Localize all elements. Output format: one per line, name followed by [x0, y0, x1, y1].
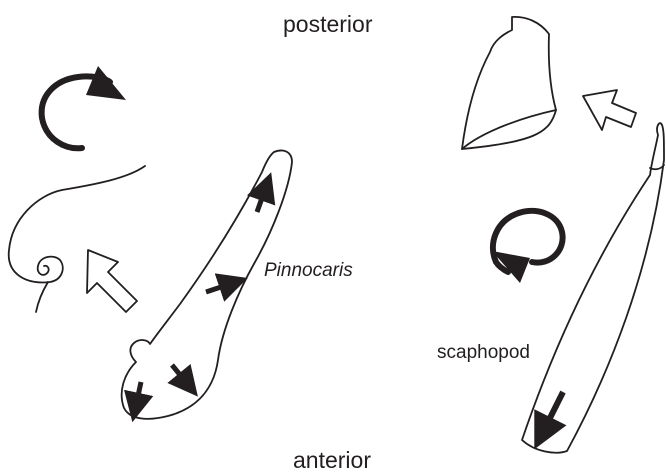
scaphopod-posterior-outline: [462, 17, 556, 149]
wavy-outline-tail: [36, 282, 48, 312]
rotation-arrow-right-icon: [492, 211, 563, 283]
anterior-label: anterior: [293, 447, 371, 474]
hollow-arrow-left-icon: [87, 250, 137, 312]
posterior-label: posterior: [283, 11, 372, 38]
pinnocaris-arrow-posterior-icon: [257, 184, 267, 212]
scaphopod-shell-outline: [522, 123, 664, 452]
pinnocaris-arrow-anterior-right-icon: [172, 365, 190, 387]
pinnocaris-arrow-anterior-left-icon: [135, 382, 141, 410]
pinnocaris-arrow-lateral-icon: [206, 282, 236, 292]
rotation-arrow-left-icon: [42, 66, 126, 148]
scaphopod-arrow-anterior-icon: [541, 392, 563, 436]
pinnocaris-label: Pinnocaris: [264, 260, 353, 282]
scaphopod-label: scaphopod: [437, 342, 530, 364]
wavy-outline: [9, 166, 145, 283]
hollow-arrow-right-icon: [583, 90, 636, 130]
